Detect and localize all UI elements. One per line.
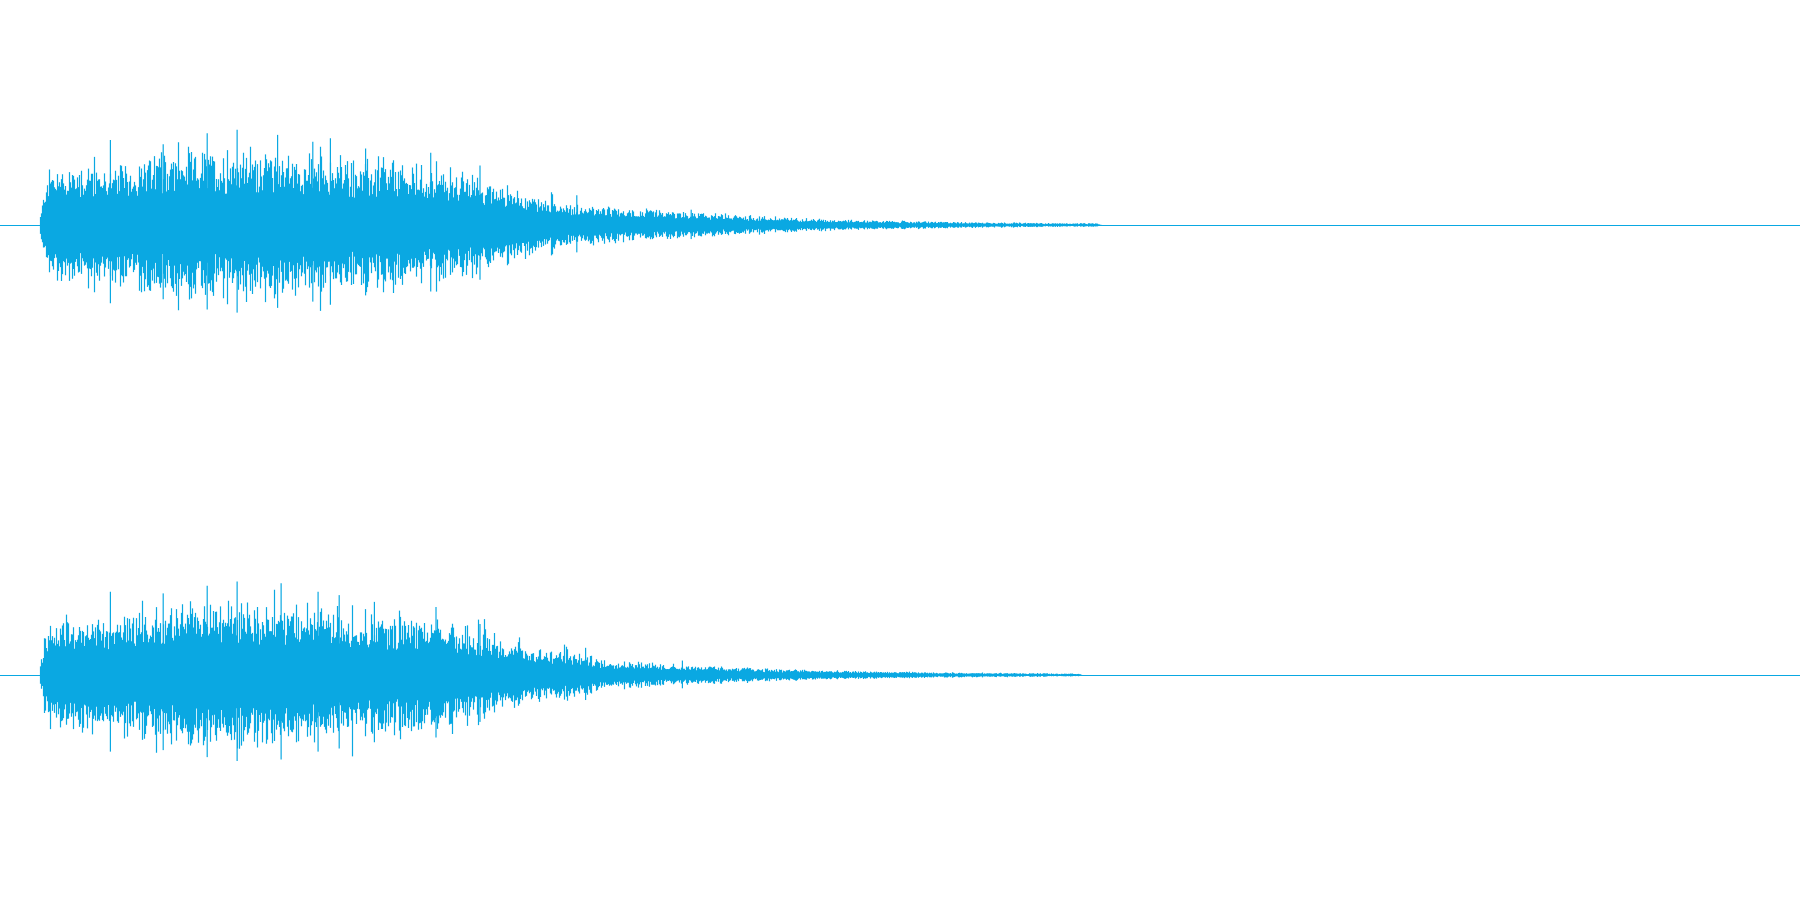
- channel-left: [0, 129, 1800, 313]
- waveform-body: [39, 589, 1083, 757]
- channel-right: [0, 581, 1800, 762]
- waveform-body: [39, 142, 1103, 311]
